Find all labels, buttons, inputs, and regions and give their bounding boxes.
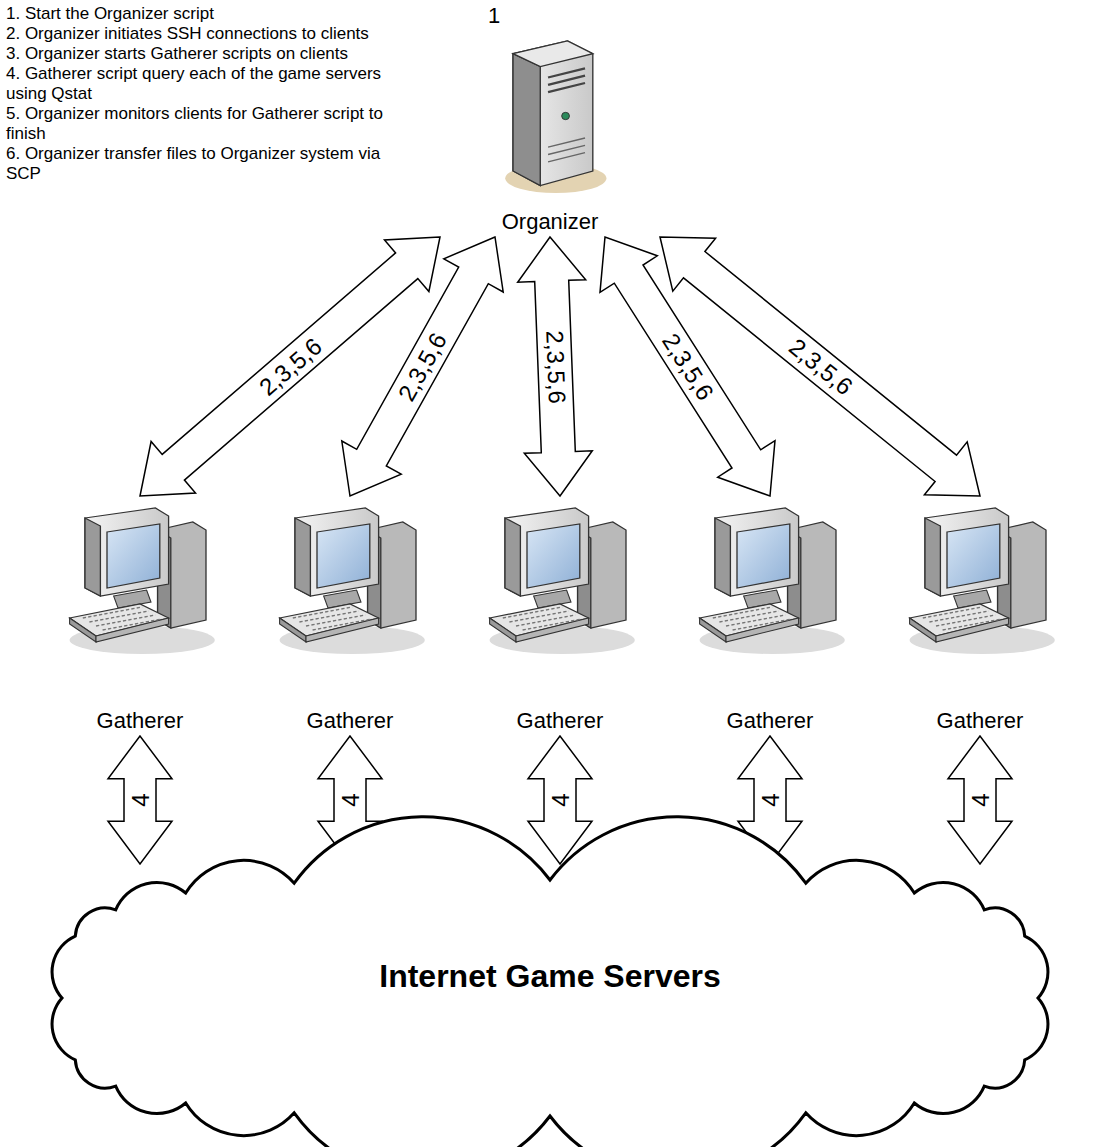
- edge-label: 4: [547, 791, 573, 808]
- cloud-icon: [40, 858, 1060, 1138]
- cloud-title: Internet Game Servers: [40, 958, 1060, 995]
- edge-label: 4: [127, 791, 153, 808]
- callout-number: 1: [488, 6, 528, 26]
- node-label: Gatherer: [682, 708, 858, 734]
- server-icon: [505, 41, 606, 193]
- computer-node: Gatherer: [262, 496, 438, 736]
- computer-icon: [490, 508, 635, 654]
- pc-icon: [682, 496, 858, 736]
- server-node: Organizer: [412, 32, 688, 237]
- computer-icon: [700, 508, 845, 654]
- edge-label: 4: [337, 791, 363, 808]
- node-label: Gatherer: [52, 708, 228, 734]
- pc-icon: [472, 496, 648, 736]
- computer-node: Gatherer: [472, 496, 648, 736]
- block-arrow: [518, 237, 593, 496]
- edge-label: 2,3,5,6: [541, 327, 570, 405]
- node-label: Organizer: [412, 209, 688, 235]
- computer-icon: [70, 508, 215, 654]
- block-arrow: [948, 736, 1012, 864]
- node-label: Gatherer: [472, 708, 648, 734]
- edge-label: 4: [967, 791, 993, 808]
- block-arrow: [342, 237, 503, 496]
- computer-node: Gatherer: [892, 496, 1068, 736]
- step-note: 2. Organizer initiates SSH connections t…: [6, 24, 396, 44]
- block-arrow: [140, 237, 440, 496]
- step-note: 6. Organizer transfer files to Organizer…: [6, 144, 396, 184]
- computer-node: Gatherer: [682, 496, 858, 736]
- pc-icon: [52, 496, 228, 736]
- computer-node: Gatherer: [52, 496, 228, 736]
- step-note: 4. Gatherer script query each of the gam…: [6, 64, 396, 104]
- cloud-node: Internet Game Servers: [40, 858, 1060, 1138]
- node-label: Gatherer: [262, 708, 438, 734]
- step-note: 5. Organizer monitors clients for Gather…: [6, 104, 396, 144]
- block-arrow: [108, 736, 172, 864]
- pc-icon: [892, 496, 1068, 736]
- step-note: 1. Start the Organizer script: [6, 4, 396, 24]
- node-label: Gatherer: [892, 708, 1068, 734]
- server-icon: [412, 32, 688, 237]
- pc-icon: [262, 496, 438, 736]
- computer-icon: [280, 508, 425, 654]
- computer-icon: [910, 508, 1055, 654]
- block-arrow: [528, 736, 592, 864]
- step-note: 3. Organizer starts Gatherer scripts on …: [6, 44, 396, 64]
- block-arrow: [660, 237, 980, 496]
- edge-label: 4: [757, 791, 783, 808]
